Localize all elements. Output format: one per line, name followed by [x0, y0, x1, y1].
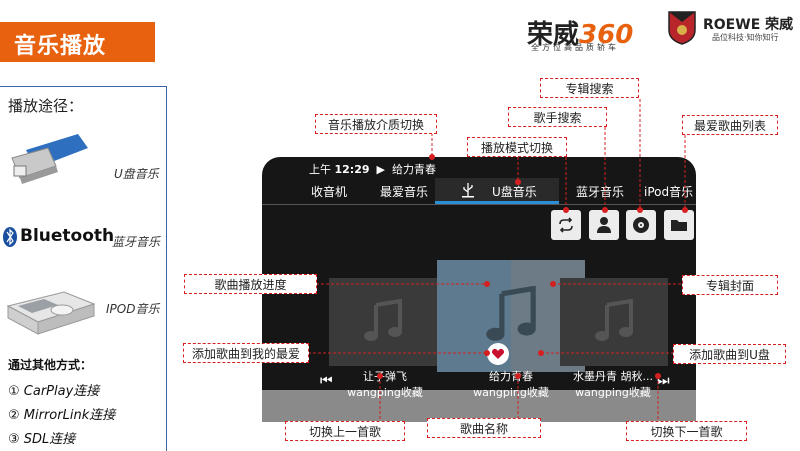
- favorites-list-button[interactable]: [664, 210, 694, 240]
- artist-search-button[interactable]: [589, 210, 619, 240]
- callout-progress: 歌曲播放进度: [184, 274, 317, 294]
- tab-ipod-music[interactable]: iPod音乐: [644, 185, 694, 199]
- song-artist-next: wangping收藏: [575, 386, 651, 399]
- roewe-shield-icon: [668, 11, 696, 45]
- status-ampm: 上午: [309, 163, 331, 176]
- album-cover-next[interactable]: [560, 278, 668, 366]
- callout-song-name: 歌曲名称: [427, 418, 541, 438]
- other-item-carplay: ① CarPlay连接: [8, 384, 100, 399]
- other-item-sdl: ③ SDL连接: [8, 432, 76, 447]
- status-time: 12:29: [334, 163, 370, 176]
- song-title-current: 给力青春: [489, 370, 533, 383]
- ipod-icon: [6, 291, 96, 335]
- brand-tagline: 全方位高品质轿车: [531, 43, 619, 52]
- callout-album-cover: 专辑封面: [682, 275, 778, 295]
- status-bar: 上午 12:29 ▶ 给力青春: [309, 161, 436, 177]
- disc-icon: [633, 217, 649, 233]
- usb-drive-icon: [11, 134, 88, 184]
- tab-favorites[interactable]: 最爱音乐: [380, 185, 429, 199]
- folder-icon: [671, 220, 687, 231]
- song-title-prev: 让子弹飞: [363, 370, 407, 383]
- page-title: 音乐播放: [14, 34, 107, 59]
- usb-icon: [462, 183, 474, 198]
- play-indicator-icon: ▶: [376, 163, 385, 176]
- other-item-mirrorlink: ② MirrorLink连接: [8, 408, 116, 423]
- tab-bar: [262, 178, 696, 205]
- heart-icon: [491, 348, 505, 359]
- music-note-icon: [364, 299, 402, 341]
- callout-source-switch: 音乐播放介质切换: [315, 114, 437, 134]
- callout-next-song: 切换下一首歌: [626, 421, 747, 441]
- title-bar: [0, 22, 155, 62]
- play-way-heading: 播放途径：: [8, 97, 84, 115]
- callout-mode-switch: 播放模式切换: [467, 137, 567, 157]
- album-search-button[interactable]: [626, 210, 656, 240]
- play-mode-button[interactable]: [551, 210, 581, 240]
- source-label-bluetooth: 蓝牙音乐: [112, 235, 161, 249]
- callout-prev-song: 切换上一首歌: [285, 421, 405, 441]
- person-icon: [597, 217, 611, 233]
- repeat-icon: [559, 217, 573, 233]
- roewe360-logo: 荣威360: [527, 14, 633, 51]
- source-label-ipod: IPOD音乐: [106, 302, 160, 316]
- tab-active-highlight: [435, 178, 559, 204]
- callout-artist-search: 歌手搜索: [508, 107, 607, 127]
- callout-favorites-list: 最爱歌曲列表: [682, 115, 778, 135]
- tab-radio[interactable]: 收音机: [311, 185, 348, 199]
- source-panel: [0, 86, 167, 451]
- music-note-icon: [486, 286, 536, 341]
- callout-album-search: 专辑搜索: [540, 78, 639, 98]
- roewe-slogan: 品位科技·知你知行: [712, 33, 779, 42]
- song-artist-current: wangping收藏: [473, 386, 549, 399]
- music-note-icon: [595, 299, 633, 341]
- tab-bluetooth-music[interactable]: 蓝牙音乐: [576, 185, 625, 199]
- song-artist-prev: wangping收藏: [347, 386, 423, 399]
- roewe-wordmark: ROEWE 荣威: [703, 17, 794, 33]
- add-favorite-button[interactable]: [487, 343, 509, 365]
- callout-add-usb: 添加歌曲到U盘: [673, 344, 786, 364]
- brand-number: 360: [579, 20, 634, 50]
- album-cover-prev[interactable]: [329, 278, 437, 366]
- song-title-next: 水墨丹青 胡秋...: [573, 370, 653, 383]
- song-info-strip: [262, 390, 696, 422]
- source-label-usb: U盘音乐: [114, 167, 159, 181]
- prev-song-button[interactable]: ⏮: [320, 373, 333, 389]
- callout-add-favorite: 添加歌曲到我的最爱: [183, 343, 309, 363]
- brand-name: 荣威: [527, 20, 580, 50]
- now-playing-title: 给力青春: [391, 163, 436, 176]
- bluetooth-wordmark: Bluetooth: [20, 226, 115, 246]
- tab-usb-music[interactable]: U盘音乐: [492, 185, 537, 199]
- bluetooth-logo: [3, 227, 17, 247]
- other-methods-title: 通过其他方式：: [8, 358, 93, 372]
